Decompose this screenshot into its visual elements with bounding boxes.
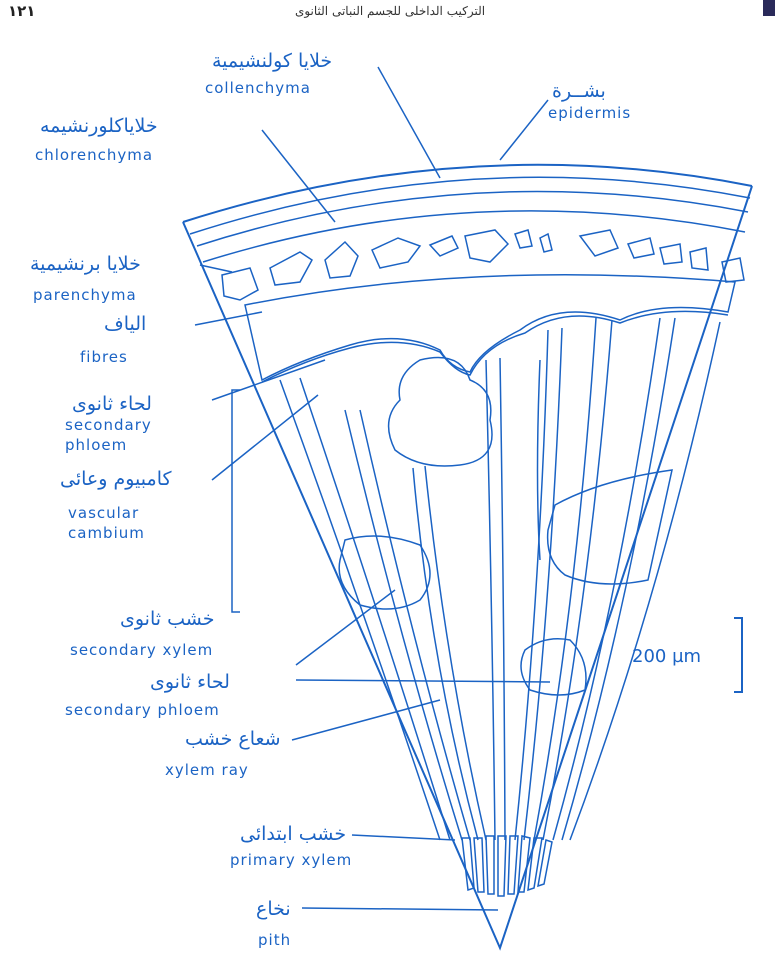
label-pith-ar: نخاع (256, 898, 291, 920)
parenchyma-cell (660, 244, 682, 264)
label-fibres-en: fibres (80, 348, 128, 366)
scale-bar-label: 200 µm (632, 646, 701, 667)
label-parenchyma-ar: خلايا برنشيمية (30, 253, 141, 275)
label-xylem-ray-en: xylem ray (165, 761, 249, 779)
label-secondary-xylem-ar: خشب ثانوى (120, 608, 214, 630)
parenchyma-cell (270, 252, 312, 285)
parenchyma-cell (222, 268, 258, 300)
label-epidermis-ar: بشــرة (552, 80, 606, 102)
parenchyma-cell (465, 230, 508, 262)
label-vascular-cambium-en2: cambium (68, 524, 145, 542)
parenchyma-cell (580, 230, 618, 256)
fibre-band (245, 275, 735, 380)
label-collenchyma-ar: خلايا كولنشيمية (212, 50, 332, 72)
label-secondary-phloem-en1: secondary (65, 416, 152, 434)
label-parenchyma-en: parenchyma (33, 286, 137, 304)
label-secondary-phloem-ar: لحاء ثانوى (72, 393, 152, 415)
label-collenchyma-en: collenchyma (205, 79, 311, 97)
xylem-rays (280, 318, 720, 840)
label-chlorenchyma-ar: خلاياكلورنشيمه (40, 115, 158, 137)
label-epidermis-en: epidermis (548, 104, 631, 122)
parenchyma-cell (628, 238, 654, 258)
scale-bar (734, 618, 742, 692)
cambium-line (262, 311, 728, 382)
parenchyma-cell (515, 230, 532, 248)
label-secondary-xylem-en: secondary xylem (70, 641, 213, 659)
label-vascular-cambium-ar: كامبيوم وعائى (60, 468, 172, 490)
label-pith-en: pith (258, 931, 291, 949)
epidermis-inner-line (190, 177, 750, 234)
label-chlorenchyma-en: chlorenchyma (35, 146, 153, 164)
label-fibres-ar: الياف (104, 313, 146, 335)
label-primary-xylem-en: primary xylem (230, 851, 352, 869)
parenchyma-cell (372, 238, 420, 268)
phloem-patch (389, 358, 492, 467)
parenchyma-cell (430, 236, 458, 256)
label-secondary-phloem-2-ar: لحاء ثانوى (150, 671, 230, 693)
primary-xylem (462, 836, 552, 896)
label-vascular-cambium-en1: vascular (68, 504, 139, 522)
label-secondary-phloem-en2: phloem (65, 436, 127, 454)
label-xylem-ray-ar: شعاع خشب (185, 728, 281, 750)
leader-lines (195, 67, 550, 910)
parenchyma-cell (690, 248, 708, 270)
parenchyma-cells (222, 230, 744, 300)
parenchyma-cell (325, 242, 358, 278)
parenchyma-cell (540, 234, 552, 252)
label-primary-xylem-ar: خشب ابتدائى (240, 823, 346, 845)
parenchyma-cell (722, 258, 744, 282)
label-secondary-phloem-2-en: secondary phloem (65, 701, 220, 719)
chlorenchyma-layer-line (203, 211, 745, 262)
